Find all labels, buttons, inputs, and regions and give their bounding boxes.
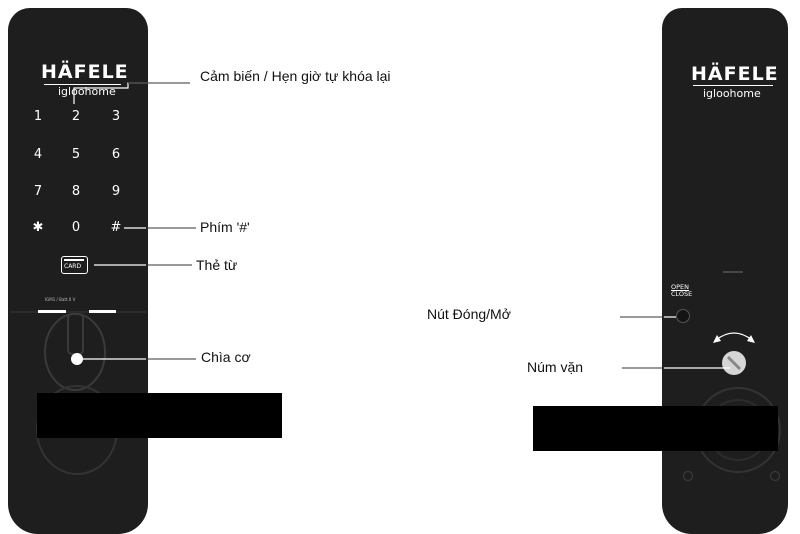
rotation-arrow-right-icon — [747, 335, 755, 343]
callout-sensor: Cảm biến / Hẹn giờ tự khóa lại — [200, 68, 391, 84]
handle-slot — [67, 313, 84, 355]
redaction-bar-left — [37, 393, 282, 438]
brand-divider-front — [44, 84, 121, 85]
key-9[interactable]: 9 — [111, 184, 121, 199]
key-cylinder-icon — [71, 353, 83, 365]
screw-right — [769, 470, 781, 482]
key-5[interactable]: 5 — [71, 147, 81, 162]
callout-card: Thẻ từ — [196, 257, 238, 273]
brand-logo-back: HÄFELE — [691, 63, 779, 85]
key-0[interactable]: 0 — [71, 220, 81, 235]
key-star[interactable]: ✱ — [32, 220, 44, 235]
key-1[interactable]: 1 — [33, 109, 43, 124]
key-3[interactable]: 3 — [111, 109, 121, 124]
open-close-label: OPEN CLOSE — [671, 284, 692, 298]
card-stripe — [64, 259, 84, 261]
brand-divider-back — [693, 85, 773, 86]
open-close-button[interactable] — [676, 309, 690, 323]
key-7[interactable]: 7 — [33, 184, 43, 199]
brand-logo-front: HÄFELE — [41, 61, 129, 83]
indicator-bar-1 — [38, 310, 66, 313]
leader-sensor-white — [73, 82, 183, 104]
key-2[interactable]: 2 — [71, 109, 81, 124]
thumb-turn-grip — [726, 355, 742, 371]
callout-open-close-button: Nút Đóng/Mở — [427, 306, 511, 322]
indicator-bar-2 — [89, 310, 116, 313]
card-icon: CARD — [61, 256, 88, 274]
screw-left — [682, 470, 694, 482]
callout-knob: Núm vặn — [527, 359, 584, 375]
front-lock-body — [8, 8, 148, 534]
close-label: CLOSE — [671, 290, 693, 298]
key-4[interactable]: 4 — [33, 147, 43, 162]
callout-hash-key: Phím '#' — [200, 219, 250, 235]
redaction-bar-right — [533, 406, 778, 451]
front-handle-outline — [44, 313, 106, 391]
open-label: OPEN — [671, 283, 690, 291]
card-icon-label: CARD — [64, 263, 82, 270]
key-hash[interactable]: # — [110, 220, 122, 235]
key-6[interactable]: 6 — [111, 147, 121, 162]
callout-mechanical-key: Chìa cơ — [201, 349, 251, 365]
rotation-arrow-left-icon — [713, 335, 721, 343]
key-8[interactable]: 8 — [71, 184, 81, 199]
brand-sub-back: igloohome — [703, 87, 761, 100]
status-label: IGM1 / Batt.0 V — [45, 297, 76, 302]
rotation-arc-icon — [715, 332, 753, 341]
